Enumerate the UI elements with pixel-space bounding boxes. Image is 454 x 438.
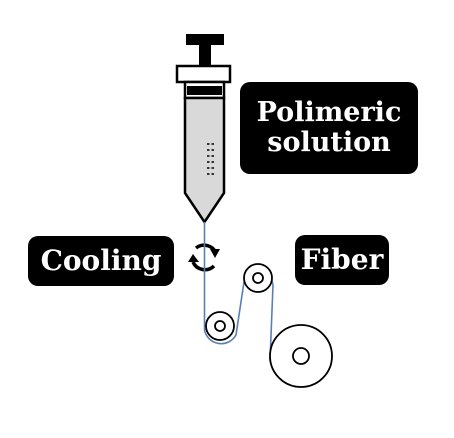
fiber-label: Fiber <box>295 235 389 285</box>
polymer-label-line1: Polimeric <box>256 96 402 128</box>
cooling-label-text: Cooling <box>40 244 162 278</box>
rotate-arrows-icon <box>188 243 220 272</box>
graduation-marks <box>207 143 216 175</box>
plunger-stopper <box>187 86 222 95</box>
syringe-barrel <box>183 80 226 225</box>
cooling-label: Cooling <box>28 236 174 286</box>
plunger-handle <box>186 34 224 45</box>
roller-small-top <box>243 263 273 293</box>
plunger-rod <box>199 44 211 66</box>
polymer-solution-label: Polimeric solution <box>240 82 418 174</box>
polymer-label-line2: solution <box>267 127 391 158</box>
syringe-flange <box>175 64 232 84</box>
syringe-plunger <box>186 34 224 66</box>
syringe-body <box>183 96 226 225</box>
fiber-label-text: Fiber <box>300 243 384 277</box>
collector-roller <box>269 324 333 388</box>
roller-small-left <box>205 311 235 341</box>
